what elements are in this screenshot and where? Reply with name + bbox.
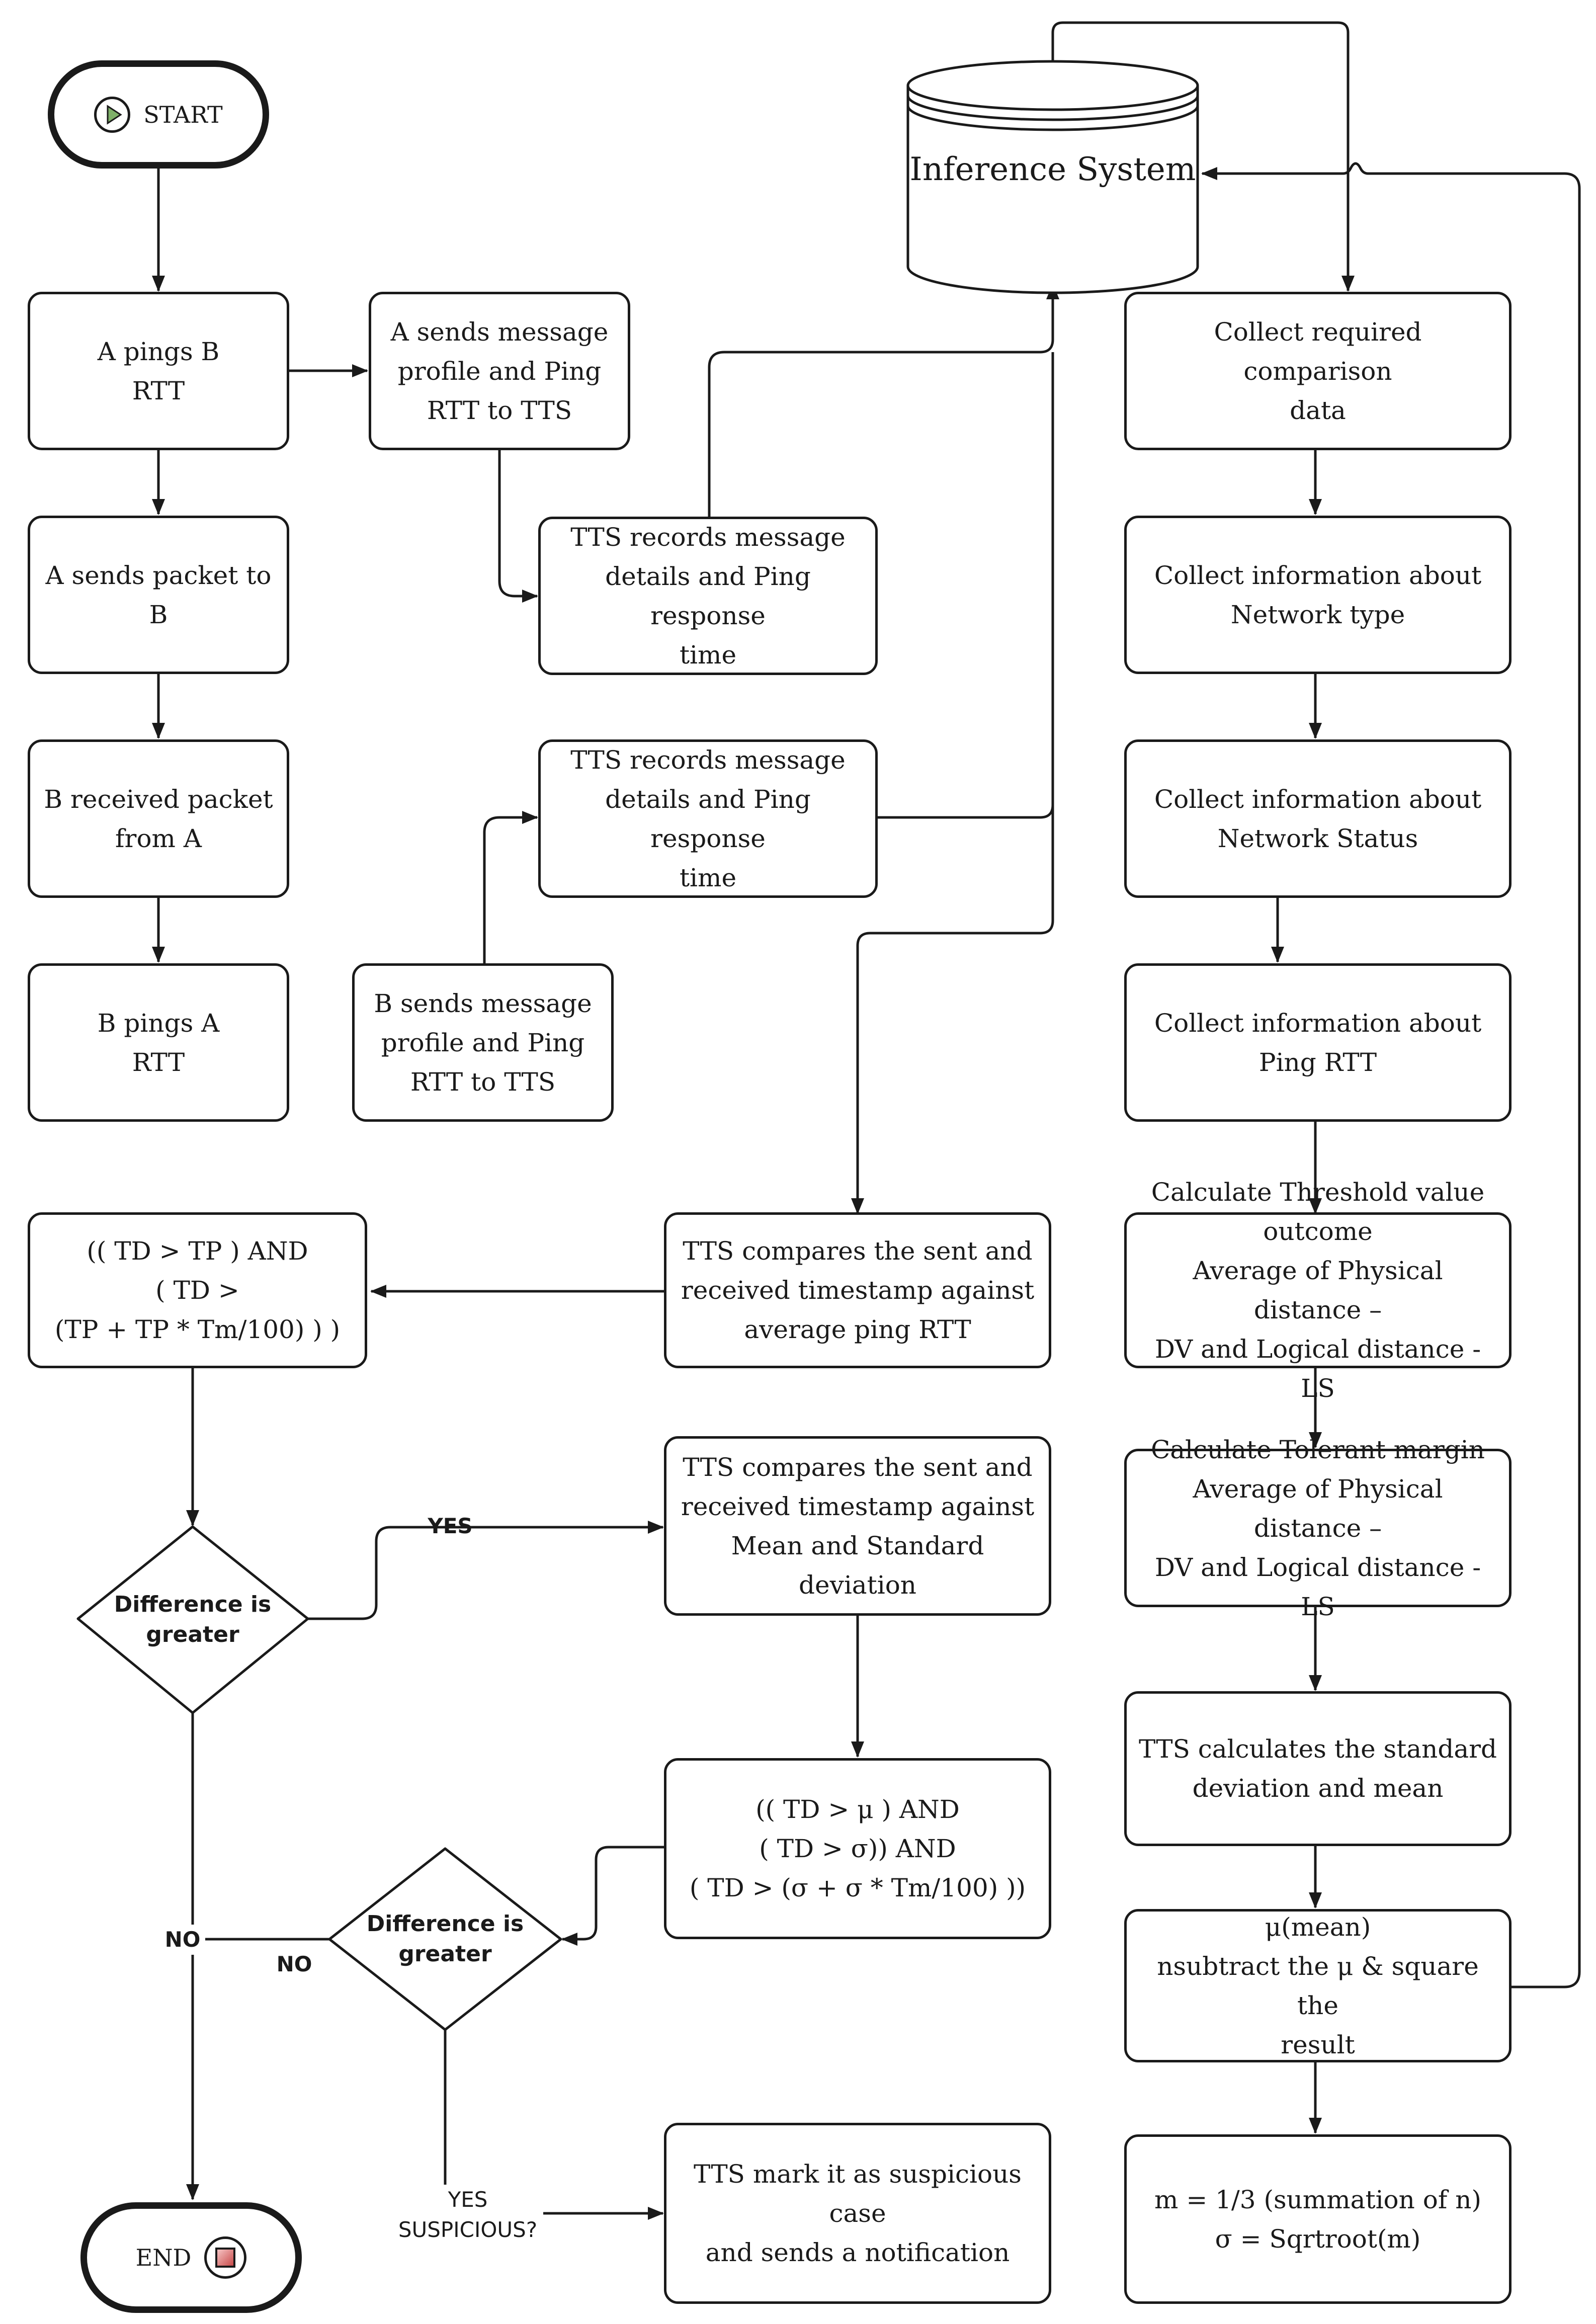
inference-system-label: Inference System — [909, 151, 1196, 188]
collect-network-type-box: Collect information about Network type — [1124, 516, 1511, 674]
no-label-2: NO — [276, 1952, 312, 1976]
summation-sqrt-box: m = 1/3 (summation of n) σ = Sqrtroot(m) — [1124, 2134, 1511, 2304]
connector-database-to-tts-compare-avg — [851, 805, 1054, 1214]
collect-network-status-box: Collect information about Network Status — [1124, 739, 1511, 898]
yes-suspicious-label: YES SUSPICIOUS? — [392, 2185, 543, 2245]
calculate-tolerant-margin-box: Calculate Tolerant margin Average of Phy… — [1124, 1435, 1511, 1621]
no-label-1: NO — [160, 1925, 205, 1955]
condition-1-box: (( TD > TP ) AND ( TD > (TP + TP * Tm/10… — [28, 1212, 367, 1368]
tts-compare-avg-box: TTS compares the sent and received times… — [664, 1212, 1051, 1368]
a-sends-profile-box: A sends message profile and Ping RTT to … — [369, 292, 630, 450]
tts-compare-mean-box: TTS compares the sent and received times… — [664, 1436, 1051, 1616]
connector-b-sends-profile-to-tts-records-2 — [483, 811, 538, 968]
decision-1-label: Difference is greater — [114, 1592, 272, 1647]
end-terminal: END — [80, 2202, 302, 2313]
b-received-packet-box: B received packet from A — [28, 739, 289, 898]
tts-mark-box: TTS mark it as suspicious case and sends… — [664, 2123, 1051, 2304]
tts-records-box-2: TTS records message details and Ping res… — [538, 739, 878, 898]
tts-records-box-1: TTS records message details and Ping res… — [538, 517, 878, 675]
connector-decision-1-yes-to-tts-compare-mean — [308, 1521, 664, 1620]
calculate-threshold-box: Calculate Threshold value outcome Averag… — [1124, 1178, 1511, 1403]
play-icon — [94, 96, 131, 133]
decision-diamond-2 — [328, 1847, 562, 2031]
start-terminal: START — [48, 60, 269, 169]
stop-icon — [204, 2236, 247, 2279]
mean-subtract-box: μ(mean) nsubtract the μ & square the res… — [1124, 1909, 1511, 2062]
connector-a-sends-profile-to-tts-records-1 — [498, 450, 538, 603]
database-cylinder — [906, 60, 1199, 294]
start-label: START — [143, 101, 223, 128]
end-label: END — [135, 2244, 192, 2271]
connector-feedback-to-database — [1201, 162, 1581, 1988]
decision-diamond-1 — [76, 1525, 309, 1714]
connector-tts-records-2-to-database — [878, 352, 1054, 819]
b-pings-a-box: B pings A RTT — [28, 963, 289, 1122]
collect-ping-rtt-box: Collect information about Ping RTT — [1124, 963, 1511, 1122]
condition-2-box: (( TD > μ ) AND ( TD > σ)) AND ( TD > (σ… — [664, 1758, 1051, 1939]
b-sends-profile-box: B sends message profile and Ping RTT to … — [352, 963, 614, 1122]
tts-calculates-std-box: TTS calculates the standard deviation an… — [1124, 1691, 1511, 1846]
connector-tts-records-1-to-database — [708, 283, 1059, 517]
connector-condition-2-to-decision-2 — [561, 1846, 664, 1946]
yes-label-1: YES — [428, 1514, 473, 1538]
decision-2-label: Difference is greater — [366, 1911, 524, 1967]
connector-database-top-to-collect — [1051, 21, 1355, 292]
a-sends-packet-box: A sends packet to B — [28, 516, 289, 674]
a-pings-b-box: A pings B RTT — [28, 292, 289, 450]
collect-comparison-data-box: Collect required comparison data — [1124, 292, 1511, 450]
